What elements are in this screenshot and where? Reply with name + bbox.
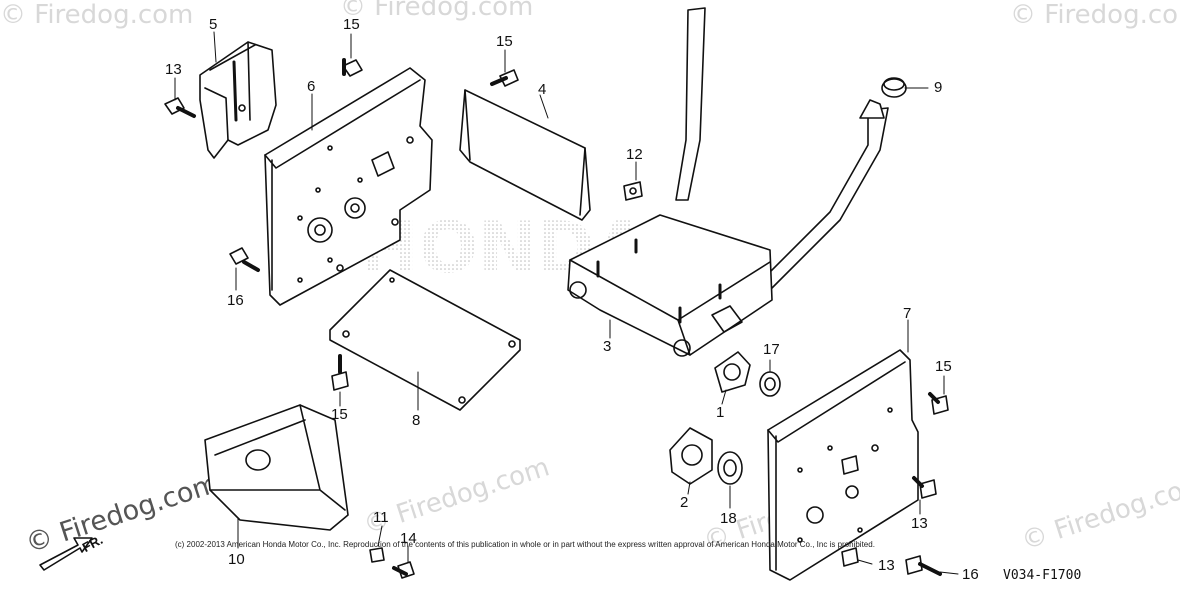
copyright-notice: (c) 2002-2013 American Honda Motor Co., … <box>175 540 875 549</box>
part-11-nut <box>369 547 385 563</box>
callout-12: 12 <box>626 146 643 163</box>
part-8-plate <box>329 269 521 411</box>
part-9-cap <box>881 77 907 98</box>
callout-2: 2 <box>680 494 689 511</box>
part-13-bolt-top <box>164 97 196 118</box>
callout-7: 7 <box>903 305 912 322</box>
callout-6: 6 <box>307 78 316 95</box>
part-18-bearing <box>717 451 743 485</box>
callout-8: 8 <box>412 412 421 429</box>
watermark-top-center: © Firedog.com <box>340 0 534 22</box>
part-15-bolt-c <box>331 354 349 391</box>
callout-15: 15 <box>935 358 952 375</box>
part-14-bolt <box>392 561 415 579</box>
part-2-flange <box>669 427 713 485</box>
callout-13: 13 <box>911 515 928 532</box>
callout-17: 17 <box>763 341 780 358</box>
front-arrow-icon <box>39 537 93 571</box>
part-15-bolt-b <box>490 69 519 87</box>
callout-14: 14 <box>400 530 417 547</box>
diagram-code: V034-F1700 <box>1003 568 1082 583</box>
callout-15: 15 <box>331 406 348 423</box>
callout-15: 15 <box>496 33 513 50</box>
part-15-bolt-d <box>928 392 949 415</box>
watermark-top-left: © Firedog.com <box>0 0 194 30</box>
part-16-bolt-bottom <box>905 555 942 576</box>
callout-16: 16 <box>962 566 979 583</box>
part-3-handle <box>567 7 889 357</box>
callout-18: 18 <box>720 510 737 527</box>
leader-lines <box>174 31 959 575</box>
callout-11: 11 <box>373 509 389 526</box>
callout-16: 16 <box>227 292 244 309</box>
part-7-right-plate <box>767 349 919 581</box>
callout-13: 13 <box>165 61 182 78</box>
part-5-bracket <box>199 41 277 159</box>
part-12-nut <box>623 181 643 201</box>
callout-9: 9 <box>934 79 943 96</box>
part-4-plate <box>459 89 591 221</box>
part-15-bolt-a <box>342 58 363 77</box>
part-13-bolt-right <box>912 476 937 499</box>
callout-3: 3 <box>603 338 612 355</box>
callout-5: 5 <box>209 16 218 33</box>
callout-4: 4 <box>538 81 547 98</box>
part-13-bolt-bottom <box>841 547 859 567</box>
part-16-bolt-left <box>229 247 260 272</box>
part-10-cover <box>204 404 349 531</box>
part-1-flange <box>714 351 751 393</box>
callout-1: 1 <box>716 404 725 421</box>
part-17-bearing <box>759 371 781 397</box>
callout-15: 15 <box>343 16 360 33</box>
watermark-top-right: © Firedog.com <box>1010 0 1180 30</box>
callout-10: 10 <box>228 551 245 568</box>
callout-13: 13 <box>878 557 895 574</box>
part-6-left-plate <box>264 67 433 306</box>
